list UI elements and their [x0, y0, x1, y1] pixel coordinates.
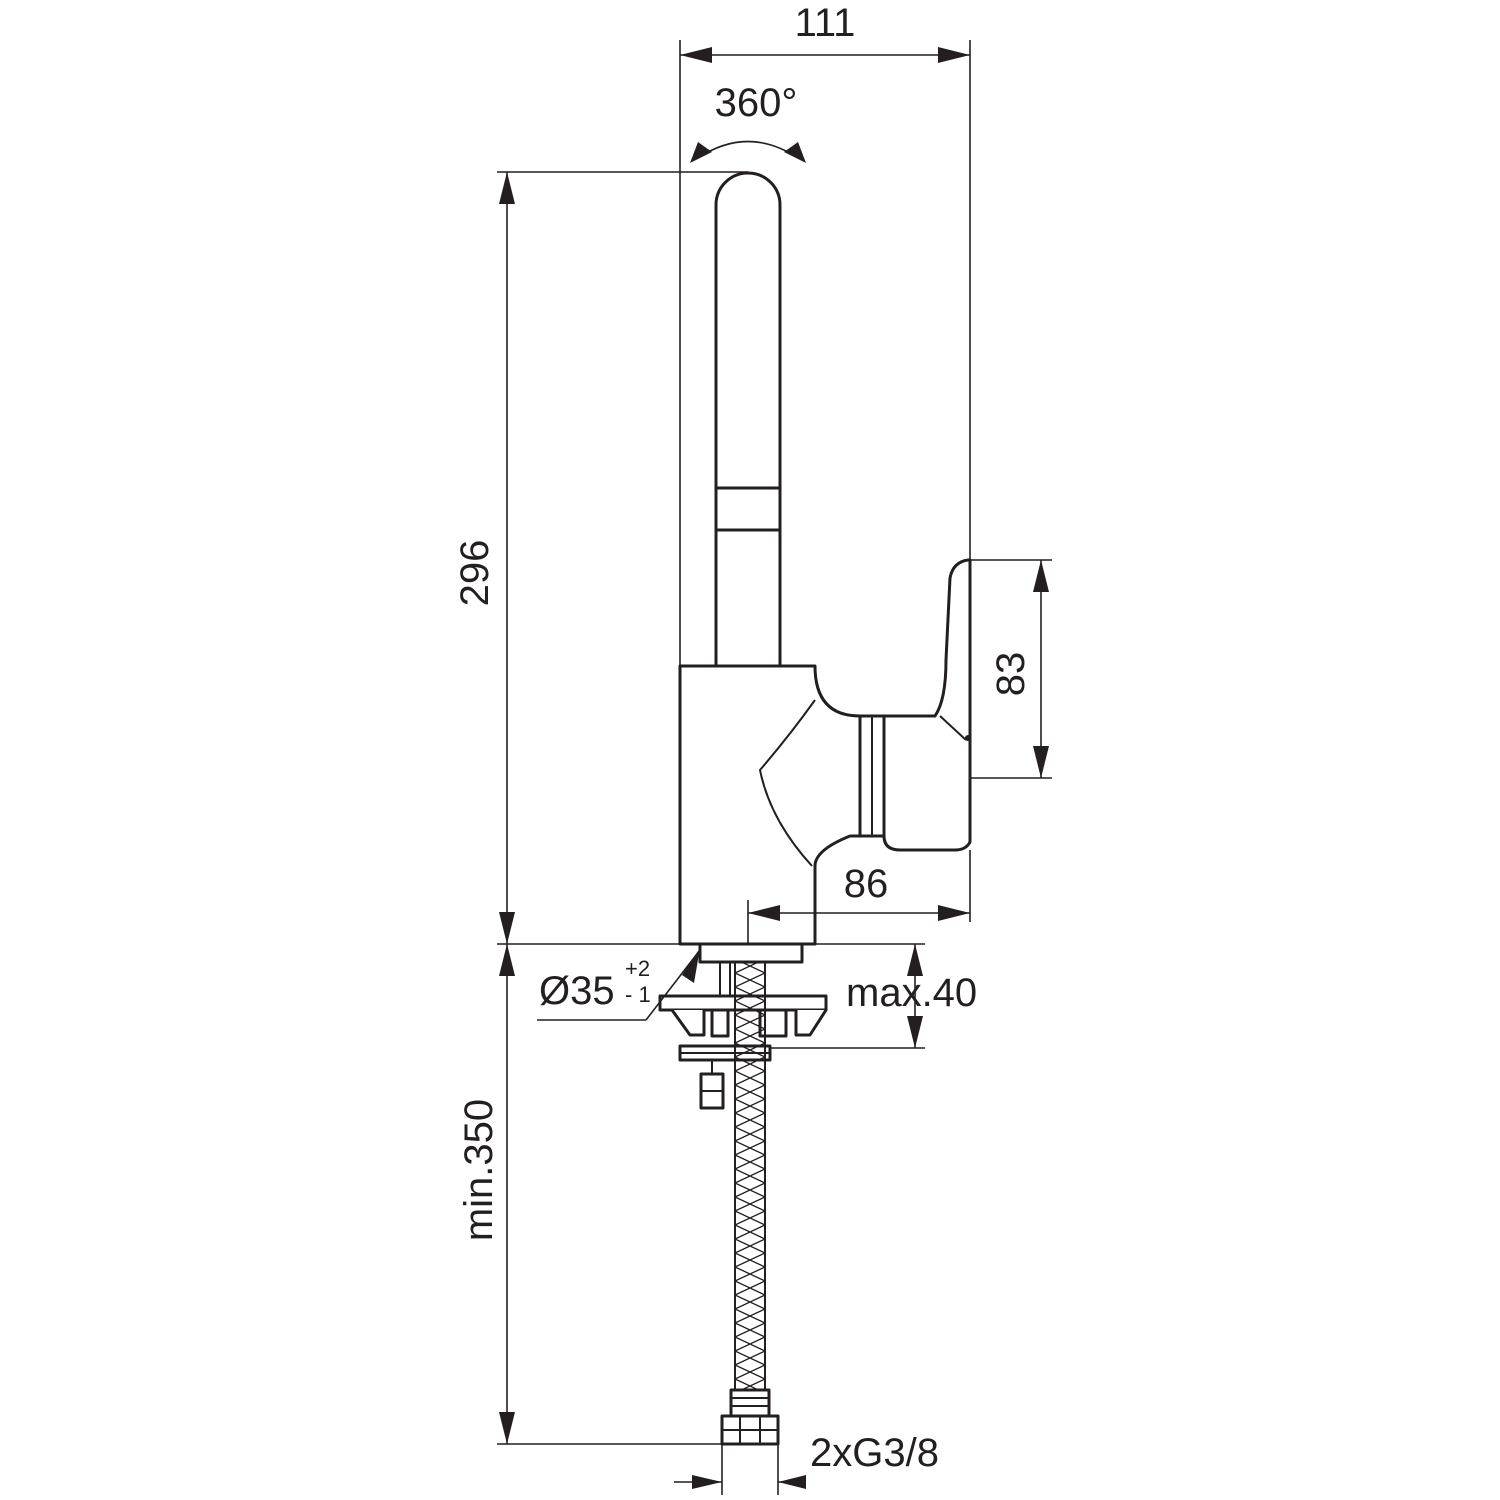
- swivel-angle-label: 360°: [715, 81, 798, 125]
- bracket-fins: [670, 1009, 828, 1037]
- swivel-indicator: 360°: [690, 81, 806, 163]
- overall-width-label: 111: [795, 1, 856, 45]
- faucet-outline: [678, 171, 972, 946]
- min-hose-label: min.350: [457, 1099, 501, 1241]
- hole-tolerance-plus: +2: [625, 956, 650, 981]
- overall-height-label: 296: [453, 540, 497, 607]
- dimension-overall-height: 296: [453, 171, 748, 945]
- braided-hose: [734, 961, 766, 1391]
- hole-diameter-label: Ø35: [539, 969, 615, 1013]
- spout: [714, 171, 782, 668]
- handle-height-label: 83: [989, 652, 1033, 697]
- dimension-max-deck: max.40: [770, 943, 977, 1049]
- dimension-handle-height: 83: [970, 559, 1052, 779]
- hose-ferrule: [729, 1388, 771, 1418]
- dimension-overall-width: 111: [679, 1, 971, 665]
- body-cut: [758, 699, 816, 867]
- spout-reach-label: 86: [844, 862, 889, 906]
- shank: [698, 942, 804, 964]
- dimension-spout-reach: 86: [747, 850, 971, 944]
- flexible-hose: [720, 961, 780, 1446]
- connections-label: 2xG3/8: [810, 1431, 939, 1475]
- handle-edge: [939, 715, 967, 741]
- hole-tolerance-minus: - 1: [625, 982, 651, 1007]
- lever-handle: [882, 558, 972, 852]
- dimension-hole-diameter: Ø35 +2 - 1: [537, 948, 701, 1021]
- dimension-connections: 2xG3/8: [674, 1431, 939, 1495]
- max-deck-label: max.40: [846, 971, 977, 1015]
- spout-band: [714, 486, 782, 532]
- handle-dot: [965, 735, 971, 741]
- dimension-min-hose: min.350: [457, 944, 722, 1445]
